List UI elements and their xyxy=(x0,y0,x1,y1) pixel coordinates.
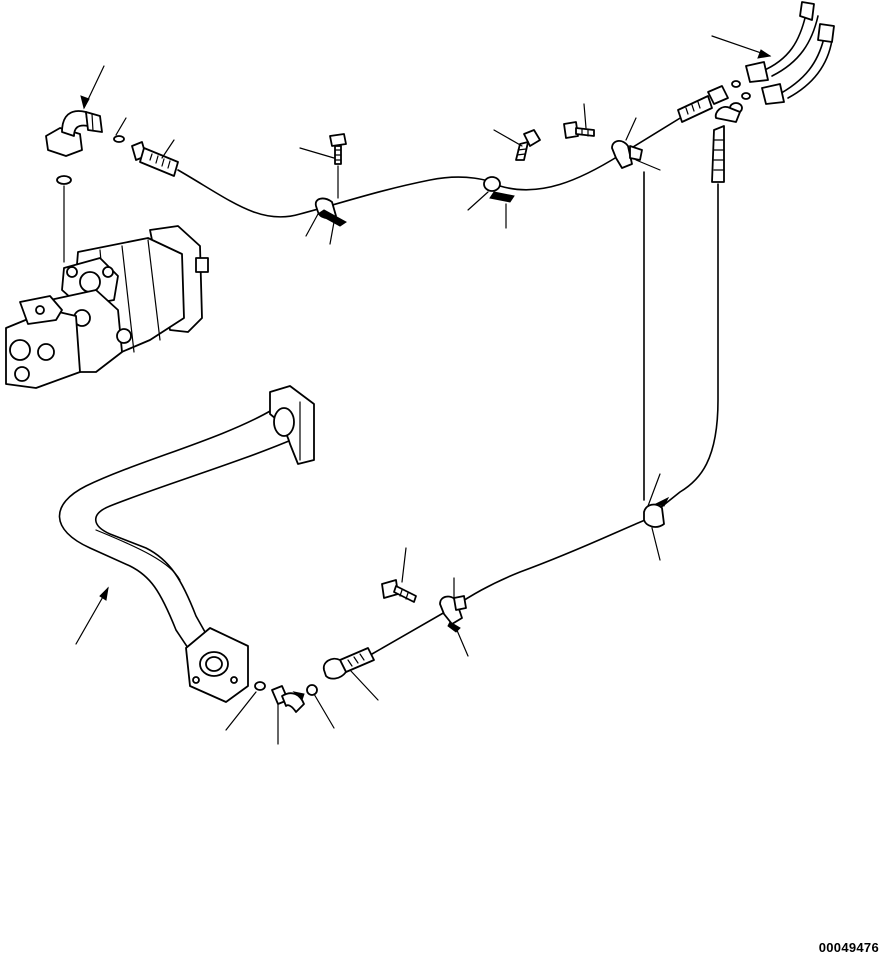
bolt-clamp-2 xyxy=(515,129,541,161)
hose-fitting-lower xyxy=(322,647,375,680)
hose-upper xyxy=(177,111,691,218)
hose-fitting-top-left xyxy=(131,141,179,177)
hose-clamp-4 xyxy=(643,496,670,528)
hose-clamp-3 xyxy=(611,140,643,169)
hose-clamp-5 xyxy=(439,595,467,633)
o-ring-lower-left xyxy=(254,681,266,691)
hydraulic-pump xyxy=(5,225,209,389)
o-ring-top-left xyxy=(113,135,125,143)
hose-clamp-1 xyxy=(314,197,347,227)
bolt-clamp-5 xyxy=(381,579,417,603)
o-ring-pump-port xyxy=(56,175,72,185)
hose-lower xyxy=(371,517,651,655)
elbow-fitting-lower xyxy=(271,685,305,713)
hose-fitting-upper-right xyxy=(677,85,729,123)
bolt-clamp-3 xyxy=(563,121,595,139)
hose-vertical-right xyxy=(659,183,719,509)
tubes-top-right xyxy=(745,1,835,105)
hose-clamp-2 xyxy=(483,176,515,203)
drawing-part-number: 00049476 xyxy=(818,940,879,955)
o-ring-lower-right xyxy=(306,684,318,696)
elbow-fitting-top-left xyxy=(45,110,103,157)
hose-fitting-right-vertical xyxy=(711,106,741,183)
steel-pipe xyxy=(58,385,315,703)
bolt-clamp-1 xyxy=(329,133,347,165)
